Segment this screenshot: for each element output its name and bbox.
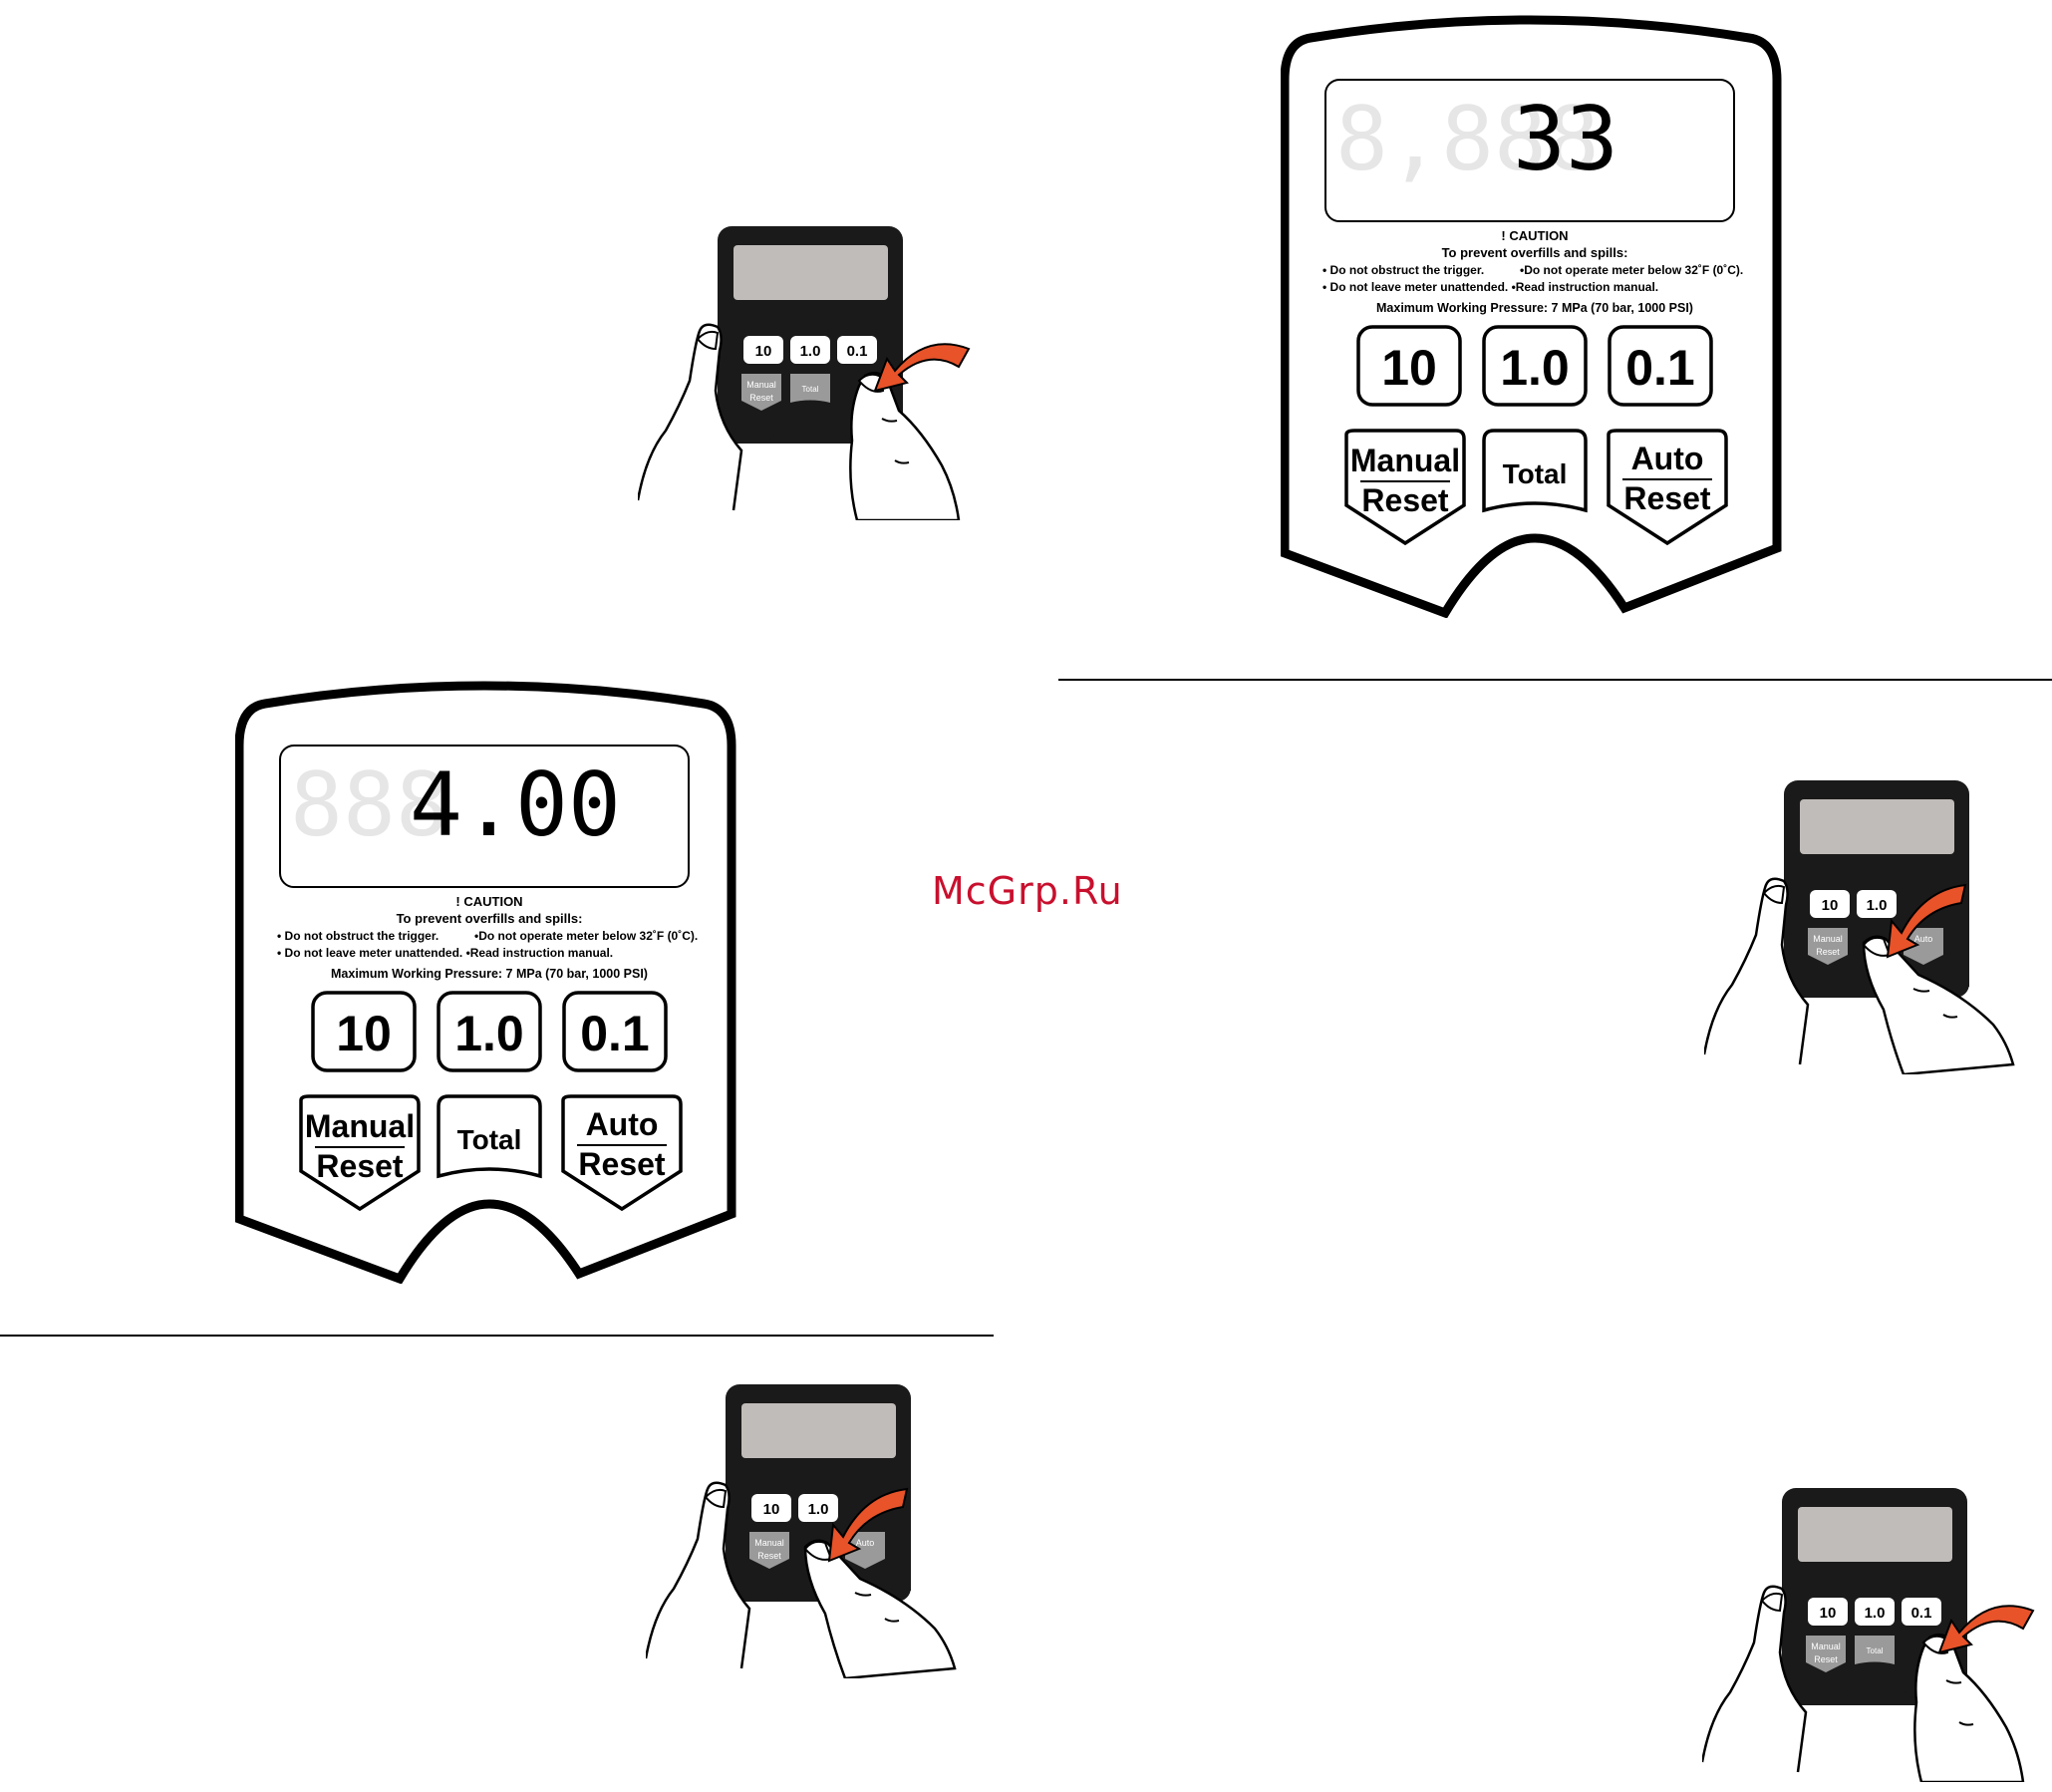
manual-label: Manual — [305, 1108, 415, 1144]
total-button[interactable]: Total — [1482, 429, 1588, 513]
left-hand — [646, 1481, 751, 1669]
button-0-1-label: 0.1 — [580, 1006, 650, 1061]
auto-reset-button[interactable]: Auto Reset — [561, 1094, 683, 1212]
mini-10-label: 10 — [1822, 897, 1839, 914]
right-hand — [803, 1539, 957, 1678]
hand-illustration-total-2: 10 1.0 Manual Reset Auto — [646, 1384, 957, 1678]
right-hand — [1862, 935, 2015, 1074]
mini-0-1-label: 0.1 — [847, 343, 868, 360]
button-1-0[interactable]: 1.0 — [437, 991, 542, 1072]
button-10-label: 10 — [336, 1006, 392, 1061]
button-0-1[interactable]: 0.1 — [1608, 325, 1713, 407]
hand-illustration-auto-reset-1: 10 1.0 0.1 Manual Reset Total — [638, 226, 971, 520]
hand-illustration-auto-reset-2: 10 1.0 0.1 Manual Reset Total — [1702, 1488, 2035, 1782]
right-hand — [849, 371, 961, 520]
reset-label: Reset — [1623, 480, 1711, 516]
mini-10-label: 10 — [1820, 1605, 1837, 1622]
auto-label: Auto — [586, 1106, 659, 1142]
press-arrow-icon — [873, 343, 971, 393]
button-1-0-label: 1.0 — [1500, 340, 1570, 396]
caution-line1a: • Do not obstruct the trigger. — [1322, 263, 1484, 277]
meter-panel-middle: 888 4.00 ! CAUTION To prevent overfills … — [235, 681, 736, 1284]
button-1-0[interactable]: 1.0 — [1482, 325, 1588, 407]
caution-line1a: • Do not obstruct the trigger. — [277, 929, 439, 943]
press-arrow-icon — [1886, 883, 1967, 959]
total-label: Total — [1503, 458, 1568, 489]
mini-screen — [741, 1403, 896, 1458]
auto-reset-button[interactable]: Auto Reset — [1607, 429, 1728, 546]
caution-title: ! CAUTION — [455, 894, 522, 909]
mini-10-label: 10 — [755, 343, 772, 360]
mini-auto-label: Auto — [856, 1538, 875, 1548]
mini-total-label: Total — [802, 385, 819, 394]
mini-1-0-label: 1.0 — [1865, 1605, 1886, 1622]
manual-label: Manual — [1350, 443, 1460, 478]
left-hand — [1702, 1585, 1808, 1773]
left-hand — [638, 323, 743, 511]
caution-subtitle: To prevent overfills and spills: — [397, 911, 583, 926]
mini-manual-label: Manual — [754, 1538, 784, 1548]
pressure-label: Maximum Working Pressure: 7 MPa (70 bar,… — [331, 967, 648, 981]
reset-label: Reset — [1361, 482, 1449, 518]
mini-auto-label: Auto — [1914, 934, 1933, 944]
lcd-ghost-digits: 8,888 — [1335, 88, 1600, 190]
mini-1-0-label: 1.0 — [1867, 897, 1888, 914]
caution-line2: • Do not leave meter unattended. •Read i… — [1322, 280, 1658, 294]
mini-reset-label: Reset — [1816, 947, 1840, 957]
mini-1-0-label: 1.0 — [800, 343, 821, 360]
mini-manual-label: Manual — [1811, 1642, 1841, 1651]
button-10[interactable]: 10 — [311, 991, 417, 1072]
reset-label: Reset — [316, 1148, 404, 1184]
press-arrow-icon — [1937, 1605, 2035, 1654]
section-divider-left — [0, 1335, 994, 1337]
caution-line2: • Do not leave meter unattended. •Read i… — [277, 946, 613, 960]
pressure-label: Maximum Working Pressure: 7 MPa (70 bar,… — [1376, 301, 1693, 315]
total-button[interactable]: Total — [437, 1094, 542, 1179]
left-hand — [1704, 877, 1810, 1065]
button-0-1[interactable]: 0.1 — [562, 991, 668, 1072]
total-label: Total — [457, 1124, 522, 1155]
mini-manual-label: Manual — [1813, 934, 1843, 944]
lcd-ghost-digits: 888 — [290, 753, 448, 856]
mini-0-1-label: 0.1 — [1911, 1605, 1932, 1622]
caution-line1b: •Do not operate meter below 32˚F (0˚C). — [1520, 263, 1743, 277]
lcd-screen — [279, 745, 690, 888]
button-10[interactable]: 10 — [1356, 325, 1462, 407]
hand-illustration-total-1: 10 1.0 Manual Reset Auto — [1704, 780, 2015, 1074]
mini-manual-label: Manual — [746, 380, 776, 390]
lcd-screen — [1324, 79, 1735, 222]
reset-label: Reset — [578, 1146, 666, 1182]
right-hand — [1913, 1633, 2025, 1782]
lcd-value: 33 — [1513, 88, 1618, 190]
mini-total-label: Total — [1867, 1646, 1884, 1655]
auto-label: Auto — [1631, 441, 1704, 476]
button-0-1-label: 0.1 — [1625, 340, 1695, 396]
mini-reset-label: Reset — [749, 393, 773, 403]
button-1-0-label: 1.0 — [454, 1006, 524, 1061]
lcd-value: 4.00 — [410, 753, 621, 856]
watermark: McGrp.Ru — [932, 869, 1123, 913]
mini-screen — [1800, 799, 1954, 854]
mini-screen — [733, 245, 888, 300]
meter-panel-top: 8,888 33 ! CAUTION To prevent overfills … — [1281, 15, 1782, 618]
button-10-label: 10 — [1381, 340, 1437, 396]
mini-10-label: 10 — [763, 1501, 780, 1518]
caution-line1b: •Do not operate meter below 32˚F (0˚C). — [474, 929, 698, 943]
mini-reset-label: Reset — [1814, 1654, 1838, 1664]
section-divider-right — [1058, 679, 2052, 681]
press-arrow-icon — [827, 1487, 909, 1563]
caution-subtitle: To prevent overfills and spills: — [1442, 245, 1628, 260]
mini-1-0-label: 1.0 — [808, 1501, 829, 1518]
mini-screen — [1798, 1507, 1952, 1562]
manual-reset-button[interactable]: Manual Reset — [1344, 429, 1466, 546]
manual-reset-button[interactable]: Manual Reset — [299, 1094, 421, 1212]
caution-title: ! CAUTION — [1501, 228, 1568, 243]
mini-reset-label: Reset — [757, 1551, 781, 1561]
